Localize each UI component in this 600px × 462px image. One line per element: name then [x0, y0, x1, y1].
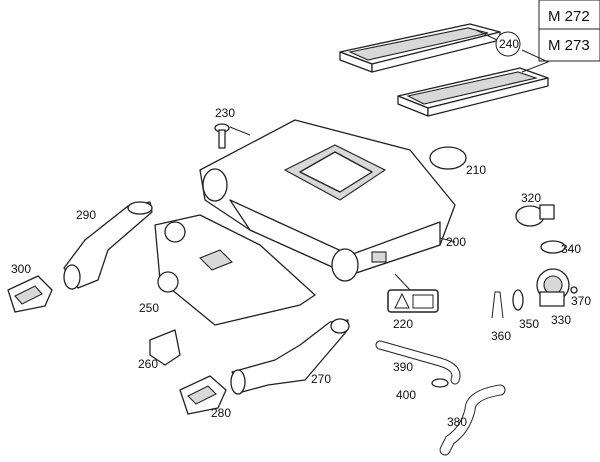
label-280: 280 [211, 406, 231, 420]
label-290: 290 [76, 208, 96, 222]
label-370: 370 [571, 294, 591, 308]
intake-duct-right [230, 318, 350, 395]
engine-cover [154, 214, 316, 326]
air-filter-housing [199, 119, 456, 282]
label-330: 330 [551, 313, 571, 327]
label-220: 220 [393, 317, 413, 331]
label-400: 400 [396, 388, 416, 402]
seal-ring [429, 146, 467, 170]
intake-snorkel-right [179, 375, 227, 415]
label-250: 250 [139, 301, 159, 315]
label-390: 390 [393, 360, 413, 374]
label-300: 300 [11, 262, 31, 276]
screw [214, 123, 230, 149]
label-240: 240 [499, 37, 519, 51]
intake-duct-left [63, 201, 153, 290]
callout-circle-240 [495, 31, 521, 57]
engine-variant-table: M 272 M 273 [538, 0, 600, 62]
intake-snorkel-left [7, 275, 53, 313]
label-350: 350 [519, 317, 539, 331]
label-270: 270 [311, 372, 331, 386]
label-210: 210 [466, 163, 486, 177]
engine-m273: M 273 [548, 37, 590, 54]
label-380: 380 [447, 415, 467, 429]
label-230: 230 [215, 106, 235, 120]
engine-m272: M 272 [548, 8, 590, 25]
label-320: 320 [521, 191, 541, 205]
screw-370 [570, 286, 578, 294]
seal-ring-350 [512, 289, 524, 311]
label-360: 360 [491, 329, 511, 343]
label-340: 340 [561, 242, 581, 256]
label-200: 200 [446, 235, 466, 249]
label-260: 260 [138, 357, 158, 371]
hose-clamp [431, 378, 449, 388]
seal-ring-340 [540, 240, 566, 254]
air-mass-sensor [515, 204, 555, 227]
clip [491, 291, 504, 319]
air-filter-elements [339, 23, 549, 117]
throttle-body [536, 268, 570, 307]
warning-label-sticker [387, 273, 439, 313]
bracket [149, 329, 181, 366]
